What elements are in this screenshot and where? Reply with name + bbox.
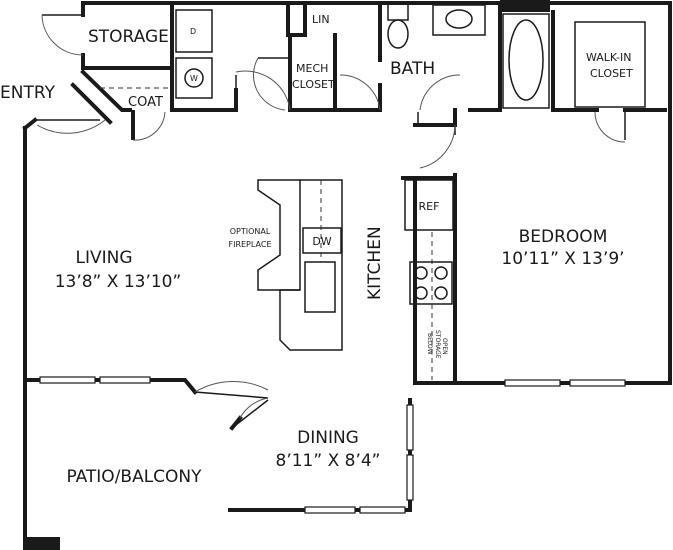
closet-rod [574,21,646,108]
washer [175,57,213,99]
bedroom-dimensions: 10’11” X 13’9’ [501,249,624,269]
dryer [175,9,213,53]
kitchen-island [279,179,343,351]
mech-closet-label-1: MECH [296,62,328,75]
toilet [387,19,409,49]
windows [39,376,626,514]
bathtub [502,13,550,109]
patio-post [25,537,60,550]
fixtures [100,3,646,380]
bath-label: BATH [390,59,435,79]
fireplace-label-2: FIREPLACE [228,240,271,249]
dishwasher [302,227,342,254]
refrigerator [404,179,454,231]
dining-dimensions: 8’11” X 8’4” [276,451,381,471]
refrigerator-label: REF [419,200,440,213]
walls [22,0,672,550]
kitchen-sink [304,261,336,313]
doors [36,14,626,429]
dishwasher-label: DW [312,235,331,248]
living-label: LIVING [75,248,132,268]
top-wall-block [500,0,550,12]
open-storage-label-1: OPEN [441,338,448,355]
linen-label: LIN [312,13,330,26]
walk-in-closet-label-2: CLOSET [590,67,633,80]
stove [409,261,453,305]
fireplace [257,179,301,291]
walk-in-closet-label-1: WALK-IN [586,51,631,64]
open-storage-label-2: STORAGE [434,330,441,359]
coat-label: COAT [128,95,163,110]
patio-label: PATIO/BALCONY [66,467,202,487]
living-dimensions: 13’8” X 13’10” [55,272,182,292]
dining-label: DINING [297,428,359,448]
room-labels: STORAGE ENTRY COAT D W LIN MECH CLOSET B… [0,13,633,487]
bedroom-label: BEDROOM [519,227,608,247]
kitchen-label: KITCHEN [365,226,385,300]
storage-label: STORAGE [88,27,169,47]
mech-closet-label-2: CLOSET [292,78,335,91]
open-storage-label-3: BELOW [426,333,433,355]
washer-label: W [190,74,198,83]
sink [432,4,486,36]
fireplace-label-1: OPTIONAL [230,227,271,236]
entry-label: ENTRY [0,83,56,103]
dryer-label: D [190,27,196,36]
